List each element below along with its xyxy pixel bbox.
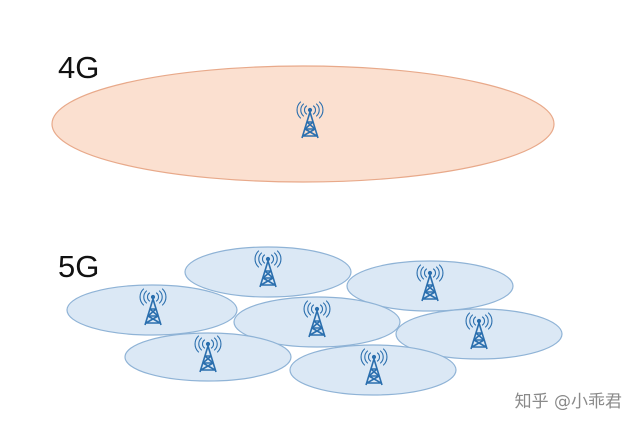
5g-section: 5G [58,246,563,396]
5g-small-cell [346,260,514,312]
watermark-text: 知乎 @小乖君 [515,392,622,412]
5g-small-cell [184,246,352,298]
4g-section: 4G [51,50,555,183]
5g-coverage-area [395,308,563,360]
5g-small-cell [395,308,563,360]
5g-small-cell [66,284,238,336]
5g-small-cell [289,344,457,396]
5g-small-cell [124,332,292,382]
5g-coverage-area [184,246,352,298]
5g-coverage-area [233,296,401,348]
5g-coverage-area [124,332,292,382]
5g-small-cell [233,296,401,348]
5g-coverage-area [346,260,514,312]
4g-coverage-area [51,65,555,183]
5g-label: 5G [58,249,99,284]
4g-label: 4G [58,50,99,85]
